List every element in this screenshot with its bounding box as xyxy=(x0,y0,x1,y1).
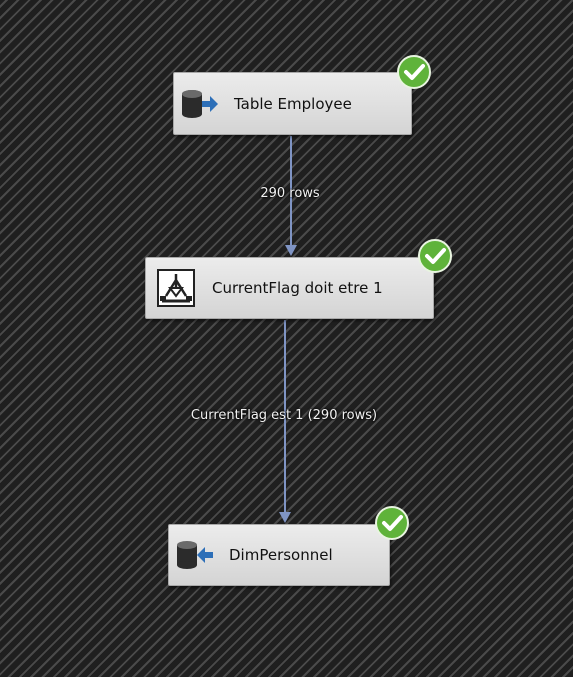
success-check-icon xyxy=(375,506,409,540)
path-1-label[interactable]: 290 rows xyxy=(260,186,320,201)
source-database-icon xyxy=(180,84,220,124)
conditional-split-icon xyxy=(156,268,196,308)
component-label: Table Employee xyxy=(234,94,352,113)
path-2-arrowhead xyxy=(279,512,291,523)
component-label: DimPersonnel xyxy=(229,546,333,564)
success-check-icon xyxy=(397,55,431,89)
component-destination-dimpersonnel[interactable]: DimPersonnel xyxy=(168,524,390,586)
path-1-arrowhead xyxy=(285,245,297,256)
component-source-table-employee[interactable]: Table Employee xyxy=(173,72,412,135)
success-check-icon xyxy=(418,239,452,273)
destination-database-icon xyxy=(175,535,215,575)
component-label: CurrentFlag doit etre 1 xyxy=(212,279,383,297)
path-2-label[interactable]: CurrentFlag est 1 (290 rows) xyxy=(190,408,378,423)
component-conditional-split[interactable]: CurrentFlag doit etre 1 xyxy=(145,257,434,319)
